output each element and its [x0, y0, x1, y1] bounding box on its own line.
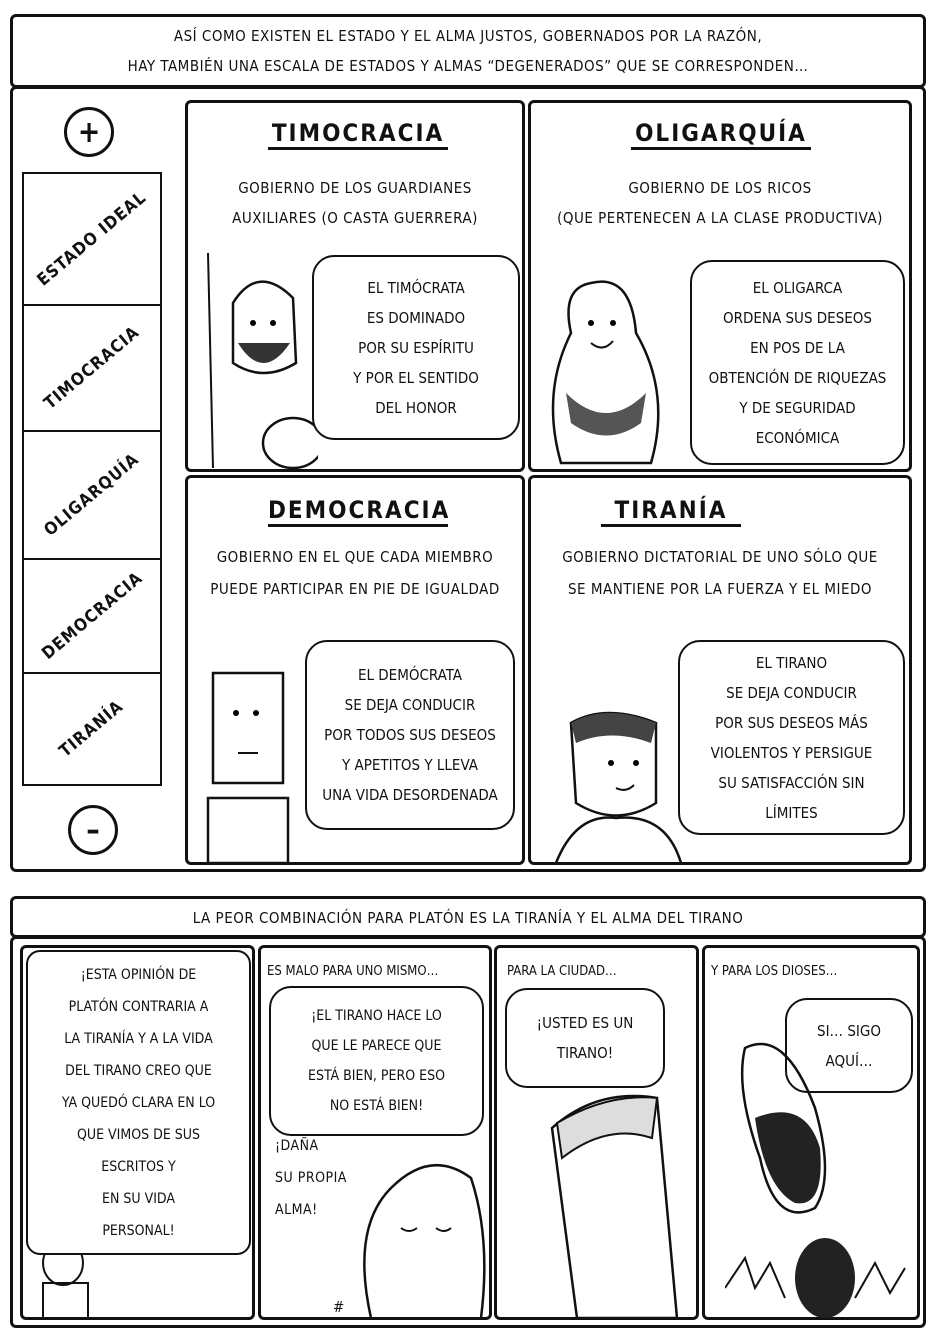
bubble-line: y de seguridad — [739, 398, 856, 417]
bubble-line: límites — [765, 803, 818, 822]
bottom-panel-4: Y para los dioses… Si… sigo aquí… — [702, 945, 920, 1320]
panel-caption: Para la ciudad… — [507, 964, 617, 979]
scale-item-oligarquia: Oligarquía — [22, 430, 162, 560]
bubble-line: Platón contraria a — [68, 998, 209, 1015]
minus-icon: – — [68, 805, 118, 855]
bubble-line: está bien, pero eso — [308, 1068, 445, 1084]
bubble-line: El demócrata — [357, 666, 463, 684]
panel-caption: Es malo para uno mismo… — [267, 964, 439, 979]
bubble-line: ya quedó clara en lo — [61, 1094, 216, 1111]
bubble-line: tirano! — [556, 1044, 614, 1062]
bottom-panel-2: Es malo para uno mismo… ¡El tirano hace … — [258, 945, 492, 1320]
bubble-line: ordena sus deseos — [722, 308, 872, 327]
bubble-line: ¡Usted es un — [536, 1014, 634, 1032]
sleeping-soul-figure — [363, 1163, 486, 1318]
panel-title: Timocracia — [268, 119, 448, 150]
intro-line-2: hay también una escala de estados y alma… — [127, 57, 809, 75]
intro-line-1: Así como existen el estado y el alma jus… — [173, 27, 763, 45]
bubble-line: aquí… — [825, 1051, 873, 1070]
extra-line: alma! — [275, 1202, 318, 1218]
speech-bubble-tirano: El tirano se deja conducir por sus deseos … — [678, 640, 905, 835]
tyrant-figure — [554, 711, 683, 863]
bubble-line: por su espíritu — [358, 338, 474, 357]
bubble-line: la tiranía y a la vida — [64, 1030, 213, 1047]
bottom-panel-3: Para la ciudad… ¡Usted es un tirano! — [494, 945, 699, 1320]
scale-label: Tiranía — [56, 696, 128, 762]
speech-bubble: Si… sigo aquí… — [785, 998, 913, 1093]
oligarch-figure — [551, 280, 660, 465]
bubble-line: El oligarca — [752, 278, 843, 297]
bubble-line: una vida desordenada — [322, 786, 498, 804]
bubble-line: se deja conducir — [344, 696, 476, 714]
extra-line: su propia — [275, 1170, 347, 1186]
scale-label: Democracia — [37, 568, 147, 664]
bubble-line: por todos sus deseos — [324, 726, 496, 744]
scale-label: Oligarquía — [40, 449, 144, 541]
bubble-line: se deja conducir — [726, 683, 857, 702]
scale-item-estado-ideal: Estado ideal — [22, 172, 162, 306]
bubble-line: su satisfacción sin — [718, 773, 865, 792]
scale-label: Estado ideal — [33, 187, 151, 291]
bubble-line: en pos de la — [750, 338, 845, 357]
bottom-caption: La peor combinación para Platón es la ti… — [10, 896, 926, 938]
panel-desc: auxiliares (o casta guerrera) — [232, 209, 478, 227]
panel-desc: Gobierno dictatorial de uno sólo que — [562, 548, 878, 566]
hash-mark: # — [333, 1298, 345, 1316]
intro-caption: Así como existen el estado y el alma jus… — [10, 14, 926, 88]
extra-text: ¡Daña su propia alma! — [275, 1130, 347, 1226]
bubble-line: El timócrata — [367, 278, 465, 297]
bubble-line: personal! — [102, 1222, 175, 1239]
soldier-figure — [207, 252, 318, 470]
bubble-line: no está bien! — [329, 1098, 424, 1114]
bubble-line: y apetitos y lleva — [342, 756, 478, 774]
bubble-line: en su vida — [101, 1190, 175, 1207]
bubble-line: ¡Esta opinión de — [80, 966, 197, 983]
bottom-caption-text: La peor combinación para Platón es la ti… — [192, 909, 744, 927]
panel-title: Democracia — [268, 496, 448, 527]
bubble-line: del tirano creo que — [65, 1062, 212, 1079]
bubble-line: violentos y persigue — [710, 743, 873, 762]
bubble-line: por sus deseos más — [715, 713, 868, 732]
speech-bubble-oligarca: El oligarca ordena sus deseos en pos de la… — [690, 260, 905, 465]
speech-bubble: ¡El tirano hace lo que le parece que está … — [269, 986, 484, 1136]
scale-item-democracia: Democracia — [22, 558, 162, 674]
plus-icon: + — [64, 107, 114, 157]
bubble-line: Si… sigo — [817, 1021, 881, 1040]
bubble-line: obtención de riquezas — [708, 368, 887, 387]
extra-line: ¡Daña — [275, 1138, 319, 1154]
speech-bubble-timocrata: El timócrata es dominado por su espíritu y … — [312, 255, 520, 440]
panel-title: Tiranía — [601, 496, 741, 527]
panel-desc: Gobierno en el que cada miembro — [216, 548, 494, 566]
speech-bubble-author: ¡Esta opinión de Platón contraria a la tir… — [26, 950, 251, 1255]
bubble-line: económica — [755, 428, 840, 447]
speech-bubble-democrata: El demócrata se deja conducir por todos su… — [305, 640, 515, 830]
citizen-figure — [550, 1094, 679, 1320]
bubble-line: que vimos de sus — [76, 1126, 201, 1143]
panel-desc: (que pertenecen a la clase productiva) — [557, 209, 883, 227]
bubble-line: y por el sentido — [353, 368, 479, 387]
panel-desc: Gobierno de los guardianes — [238, 179, 472, 197]
speech-bubble: ¡Usted es un tirano! — [505, 988, 665, 1088]
scale-item-timocracia: Timocracia — [22, 304, 162, 432]
panel-title: Oligarquía — [631, 119, 811, 150]
scale-label: Timocracia — [40, 322, 144, 414]
panel-desc: Gobierno de los ricos — [628, 179, 812, 197]
bubble-line: ¡El tirano hace lo — [311, 1008, 442, 1024]
democrat-figure — [206, 671, 290, 863]
bubble-line: es dominado — [366, 308, 466, 327]
bubble-line: del honor — [375, 398, 457, 417]
panel-caption: Y para los dioses… — [711, 964, 838, 979]
bubble-line: escritos y — [101, 1158, 176, 1175]
panel-desc: puede participar en pie de igualdad — [210, 580, 500, 598]
panel-desc: se mantiene por la fuerza y el miedo — [567, 580, 873, 598]
bubble-line: que le parece que — [311, 1038, 442, 1054]
bubble-line: El tirano — [755, 653, 828, 672]
god-figure — [725, 1042, 906, 1318]
scale-item-tirania: Tiranía — [22, 672, 162, 786]
